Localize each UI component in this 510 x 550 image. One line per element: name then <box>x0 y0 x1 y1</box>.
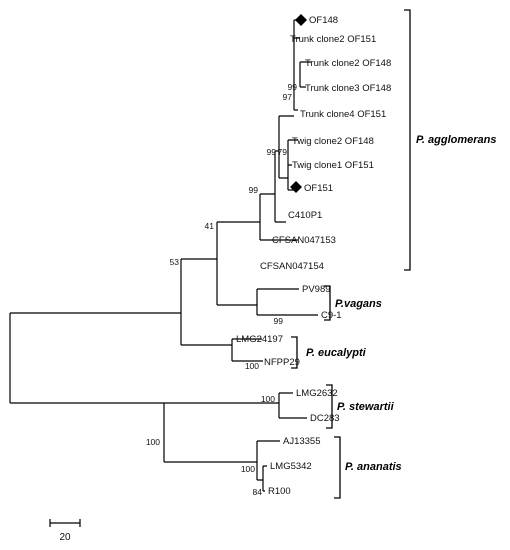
bootstrap-value: 99 <box>288 82 298 92</box>
taxon-label: CFSAN047153 <box>272 235 336 246</box>
taxon-label: LMG24197 <box>236 334 283 345</box>
group-label-agglomerans: P. agglomerans <box>416 134 497 146</box>
taxon-label: C9-1 <box>321 310 342 321</box>
scale-bar: 20 <box>49 519 81 543</box>
taxon-label: Trunk clone2 OF151 <box>290 34 376 45</box>
bootstrap-value: 99 <box>274 316 284 326</box>
bootstrap-value: 53 <box>170 257 180 267</box>
bootstrap-value: 99 <box>249 185 259 195</box>
group-label-stewartii: P. stewartii <box>337 401 395 413</box>
bootstrap-values: 97 99 99 79 99 41 53 99 100 100 100 100 … <box>146 82 297 497</box>
taxon-label: LMG5342 <box>270 461 312 472</box>
bootstrap-value: 100 <box>245 361 259 371</box>
group-label-ananatis: P. ananatis <box>345 461 402 473</box>
taxon-label: DC283 <box>310 413 340 424</box>
scale-bar-label: 20 <box>59 532 71 543</box>
taxon-label: CFSAN047154 <box>260 261 324 272</box>
group-label-eucalypti: P. eucalypti <box>306 347 367 359</box>
taxon-label: OF148 <box>309 15 338 26</box>
bootstrap-value: 99 <box>267 147 277 157</box>
bracket-eucalypti <box>291 336 298 369</box>
bootstrap-value: 79 <box>278 147 288 157</box>
taxon-label: Trunk clone4 OF151 <box>300 109 386 120</box>
bracket-stewartii <box>326 384 333 429</box>
bootstrap-value: 97 <box>283 92 293 102</box>
taxon-label: Twig clone2 OF148 <box>292 136 374 147</box>
bracket-vagans <box>324 285 331 321</box>
taxon-label: OF151 <box>304 183 333 194</box>
bracket-agglomerans <box>404 9 411 271</box>
taxon-label: C410P1 <box>288 210 322 221</box>
group-label-vagans: P.vagans <box>335 298 382 310</box>
taxon-label: PV989 <box>302 284 331 295</box>
taxon-label: Twig clone1 OF151 <box>292 160 374 171</box>
group-labels: P. agglomerans P.vagans P. eucalypti P. … <box>306 134 497 473</box>
diamond-marker-of151 <box>290 181 302 193</box>
taxon-label: AJ13355 <box>283 436 321 447</box>
taxon-label: LMG2632 <box>296 388 338 399</box>
bootstrap-value: 84 <box>253 487 263 497</box>
taxon-labels: OF148 Trunk clone2 OF151 Trunk clone2 OF… <box>236 15 391 497</box>
taxon-label: R100 <box>268 486 291 497</box>
diamond-marker-of148 <box>295 14 307 26</box>
taxon-label: Trunk clone3 OF148 <box>305 83 391 94</box>
taxon-label: Trunk clone2 OF148 <box>305 58 391 69</box>
scale-bar-line <box>49 519 81 527</box>
bootstrap-value: 100 <box>261 394 275 404</box>
group-brackets <box>291 9 411 499</box>
bracket-ananatis <box>334 436 341 499</box>
bootstrap-value: 100 <box>241 464 255 474</box>
taxon-label: NFPP29 <box>264 357 300 368</box>
bootstrap-value: 41 <box>205 221 215 231</box>
bootstrap-value: 100 <box>146 437 160 447</box>
tree-branches <box>9 19 318 492</box>
